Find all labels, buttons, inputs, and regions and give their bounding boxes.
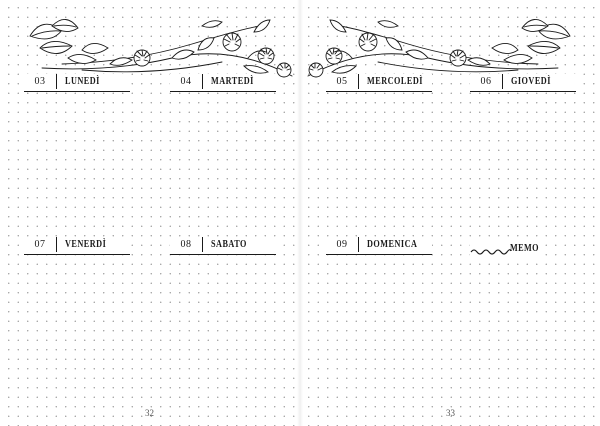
day-header-monday: 03 LUNEDÌ [24, 74, 130, 92]
memo-header: MEMO [470, 240, 542, 258]
page-number-left: 32 [145, 408, 154, 418]
day-name: SABATO [211, 239, 247, 250]
day-number: 08 [180, 239, 192, 250]
header-divider [502, 74, 503, 89]
header-divider [358, 74, 359, 89]
day-header-saturday: 08 SABATO [170, 237, 276, 255]
day-name: MARTEDÌ [211, 76, 254, 87]
day-name: VENERDÌ [65, 239, 107, 250]
header-divider [56, 237, 57, 252]
day-header-wednesday: 05 MERCOLEDÌ [326, 74, 432, 92]
floral-garland-right-icon [307, 19, 571, 78]
day-header-sunday: 09 DOMENICA [326, 237, 432, 255]
day-name: GIOVEDÌ [511, 76, 551, 87]
day-number: 03 [34, 76, 46, 87]
memo-label: MEMO [510, 243, 539, 254]
day-name: LUNEDÌ [65, 76, 100, 87]
header-divider [202, 237, 203, 252]
day-number: 06 [480, 76, 492, 87]
header-divider [56, 74, 57, 89]
day-number: 05 [336, 76, 348, 87]
day-number: 04 [180, 76, 192, 87]
header-divider [358, 237, 359, 252]
day-header-thursday: 06 GIOVEDÌ [470, 74, 576, 92]
day-number: 09 [336, 239, 348, 250]
squiggle-line-icon [470, 249, 512, 255]
day-name: DOMENICA [367, 239, 418, 250]
page-number-right: 33 [446, 408, 455, 418]
page-gutter [297, 0, 303, 426]
floral-garland-left-icon [29, 19, 293, 78]
day-number: 07 [34, 239, 46, 250]
day-header-friday: 07 VENERDÌ [24, 237, 130, 255]
header-divider [202, 74, 203, 89]
day-name: MERCOLEDÌ [367, 76, 423, 87]
day-header-tuesday: 04 MARTEDÌ [170, 74, 276, 92]
